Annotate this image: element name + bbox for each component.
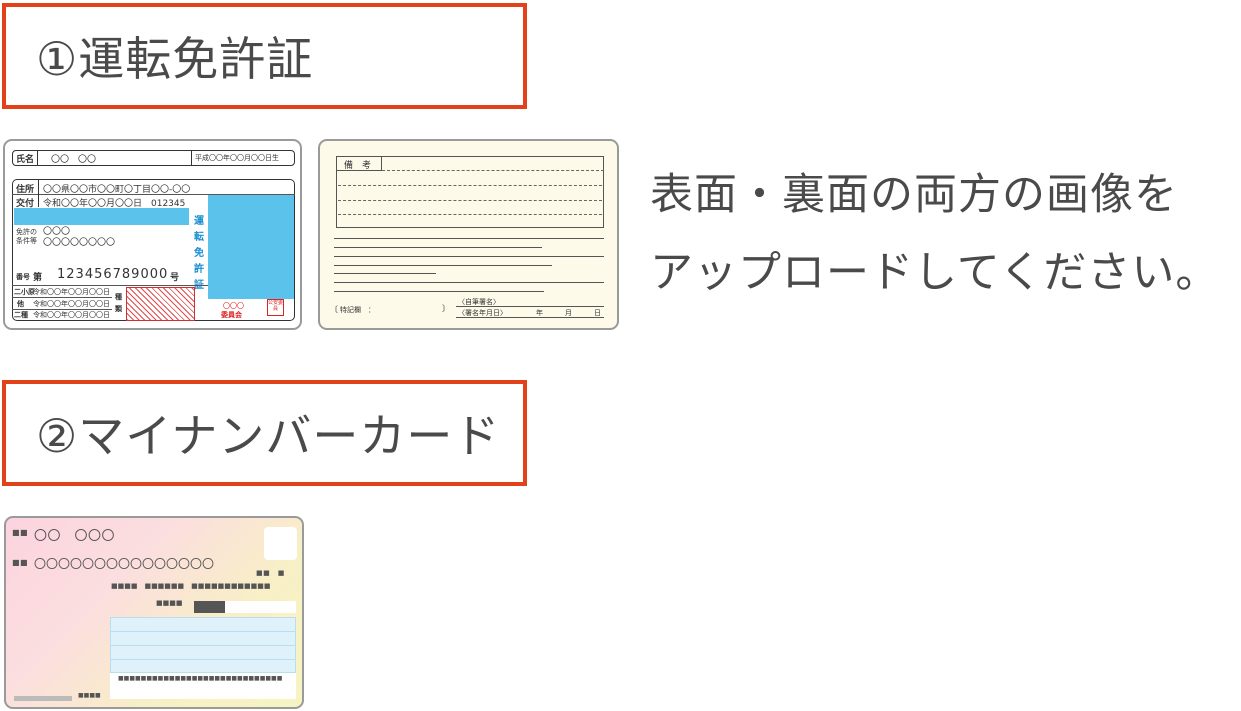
- text-line: [334, 291, 544, 292]
- bracket-right: 〕: [442, 304, 450, 313]
- section-label-mynumber: ②マイナンバーカード: [2, 380, 527, 486]
- chip-area: [264, 527, 297, 560]
- commission-top: 〇〇〇: [223, 302, 244, 310]
- row-label: 他: [17, 300, 24, 308]
- type-label-line: 種: [115, 293, 122, 301]
- license-back-image: 備 考 〔 特記欄 ： 〕 〈自筆署名〉 〈署名年月日〉 年 月 日: [318, 139, 619, 330]
- day-label: 日: [594, 309, 601, 317]
- address-value: 〇〇〇〇〇〇〇〇〇〇〇〇〇〇〇: [34, 557, 215, 571]
- vertical-title-char: 運: [194, 216, 204, 227]
- mynumber-card-image: ■■ 〇〇 〇〇〇 ■■ 〇〇〇〇〇〇〇〇〇〇〇〇〇〇〇 ■■ ■ ■■■■ ■…: [4, 516, 304, 709]
- text-line: [334, 256, 604, 257]
- corner-marks: ■■■■: [78, 692, 101, 699]
- type-label: 種 類: [115, 291, 122, 315]
- number-label: 番号: [16, 273, 30, 281]
- conditions-line: 〇〇〇〇〇〇〇〇: [43, 238, 116, 248]
- section-label-mynumber-text: ②マイナンバーカード: [36, 409, 501, 463]
- name-value: 〇〇 〇〇: [51, 155, 97, 165]
- vertical-title-char: 許: [194, 264, 204, 275]
- bottom-white-area: [110, 673, 296, 699]
- address-value: 〇〇県〇〇市〇〇町〇丁目〇〇-〇〇: [43, 185, 191, 195]
- type-label-line: 類: [115, 305, 122, 313]
- year-label: 年: [536, 309, 543, 317]
- name-label: 氏名: [16, 155, 35, 165]
- seal-stamp: 公安委員: [267, 299, 284, 316]
- dashed-line: [338, 200, 602, 201]
- divider: [12, 309, 112, 310]
- info-box-line: [110, 645, 296, 646]
- vertical-title: 運 転 免 許 証: [192, 214, 206, 294]
- row-value: 令和〇〇年〇〇月〇〇日: [33, 311, 110, 319]
- signature-date-label: 〈署名年月日〉: [458, 309, 507, 317]
- number-suffix: 号: [170, 273, 180, 283]
- notes-label-box: [336, 156, 382, 171]
- text-line: [334, 265, 552, 266]
- row-marks: ■■■■ ■■■■■■ ■■■■■■■■■■■■: [111, 582, 271, 590]
- white-field: [225, 601, 296, 613]
- instruction-line-2: アップロードしてください。: [650, 248, 1220, 298]
- license-front-image: 氏名 〇〇 〇〇 平成〇〇年〇〇月〇〇日生 住所 〇〇県〇〇市〇〇町〇丁目〇〇-…: [3, 139, 302, 330]
- name-row: [12, 150, 295, 166]
- photo-area: [208, 195, 294, 299]
- divider: [37, 150, 38, 166]
- divider: [38, 179, 39, 207]
- notes-label: 備 考: [344, 161, 372, 171]
- issue-label: 交付: [16, 199, 35, 209]
- info-box-line: [110, 659, 296, 660]
- text-line: [334, 247, 542, 248]
- address-marker: ■■: [12, 558, 29, 567]
- row-value: 令和〇〇年〇〇月〇〇日: [33, 300, 110, 308]
- vertical-title-char: 免: [194, 248, 204, 259]
- row-label: 二種: [14, 311, 28, 319]
- dark-field: [194, 601, 225, 613]
- text-line: [334, 273, 436, 274]
- conditions-label-line: 免許の: [16, 228, 37, 236]
- divider: [12, 194, 295, 195]
- text-line: [334, 238, 604, 239]
- blue-band: [14, 208, 189, 225]
- vertical-title-char: 転: [194, 232, 204, 243]
- conditions-label: 免許の 条件等: [16, 228, 37, 246]
- dashed-line: [382, 170, 604, 171]
- license-number: 123456789000: [57, 267, 169, 282]
- number-prefix: 第: [33, 273, 43, 283]
- signature-date-line: [456, 317, 604, 318]
- divider: [191, 150, 192, 166]
- notes-frame: [336, 156, 604, 228]
- instruction-line-1: 表面・裏面の両方の画像を: [650, 170, 1178, 220]
- conditions-value: 〇〇〇 〇〇〇〇〇〇〇〇: [43, 227, 115, 249]
- dashed-line: [338, 185, 602, 186]
- text-line: [334, 282, 604, 283]
- conditions-label-line: 条件等: [16, 237, 37, 245]
- name-marker: ■■: [12, 528, 29, 537]
- instruction-text: 表面・裏面の両方の画像を アップロードしてください。: [650, 156, 1219, 312]
- signature-line: [456, 306, 604, 307]
- month-label: 月: [565, 309, 572, 317]
- row-label: 二小原: [14, 288, 35, 296]
- signature-label: 〈自筆署名〉: [458, 298, 500, 306]
- divider: [12, 297, 112, 298]
- issue-value: 令和〇〇年〇〇月〇〇日 012345: [43, 199, 186, 209]
- bottom-marks: ■■■■■■■■■■■■■■■■■■■■■■■■■■■■■: [118, 675, 283, 682]
- dashed-line: [338, 214, 602, 215]
- section-label-license: ①運転免許証: [2, 3, 527, 109]
- row-value: 令和〇〇年〇〇月〇〇日: [33, 288, 110, 296]
- row2-marks: ■■■■: [156, 599, 183, 607]
- top-right-marks: ■■ ■: [256, 569, 285, 577]
- info-box-line: [110, 631, 296, 632]
- divider: [12, 285, 208, 286]
- license-type-grid: [126, 287, 195, 321]
- bracket-left: 〔: [330, 305, 338, 314]
- address-label: 住所: [16, 185, 35, 195]
- conditions-line: 〇〇〇: [43, 227, 71, 237]
- special-label: 特記欄 ：: [340, 306, 375, 314]
- commission: 委員会: [221, 311, 242, 319]
- birth-date: 平成〇〇年〇〇月〇〇日生: [195, 154, 279, 162]
- section-label-license-text: ①運転免許証: [36, 32, 314, 86]
- bottom-left-bar: [14, 696, 72, 701]
- name-value: 〇〇 〇〇〇: [34, 529, 116, 544]
